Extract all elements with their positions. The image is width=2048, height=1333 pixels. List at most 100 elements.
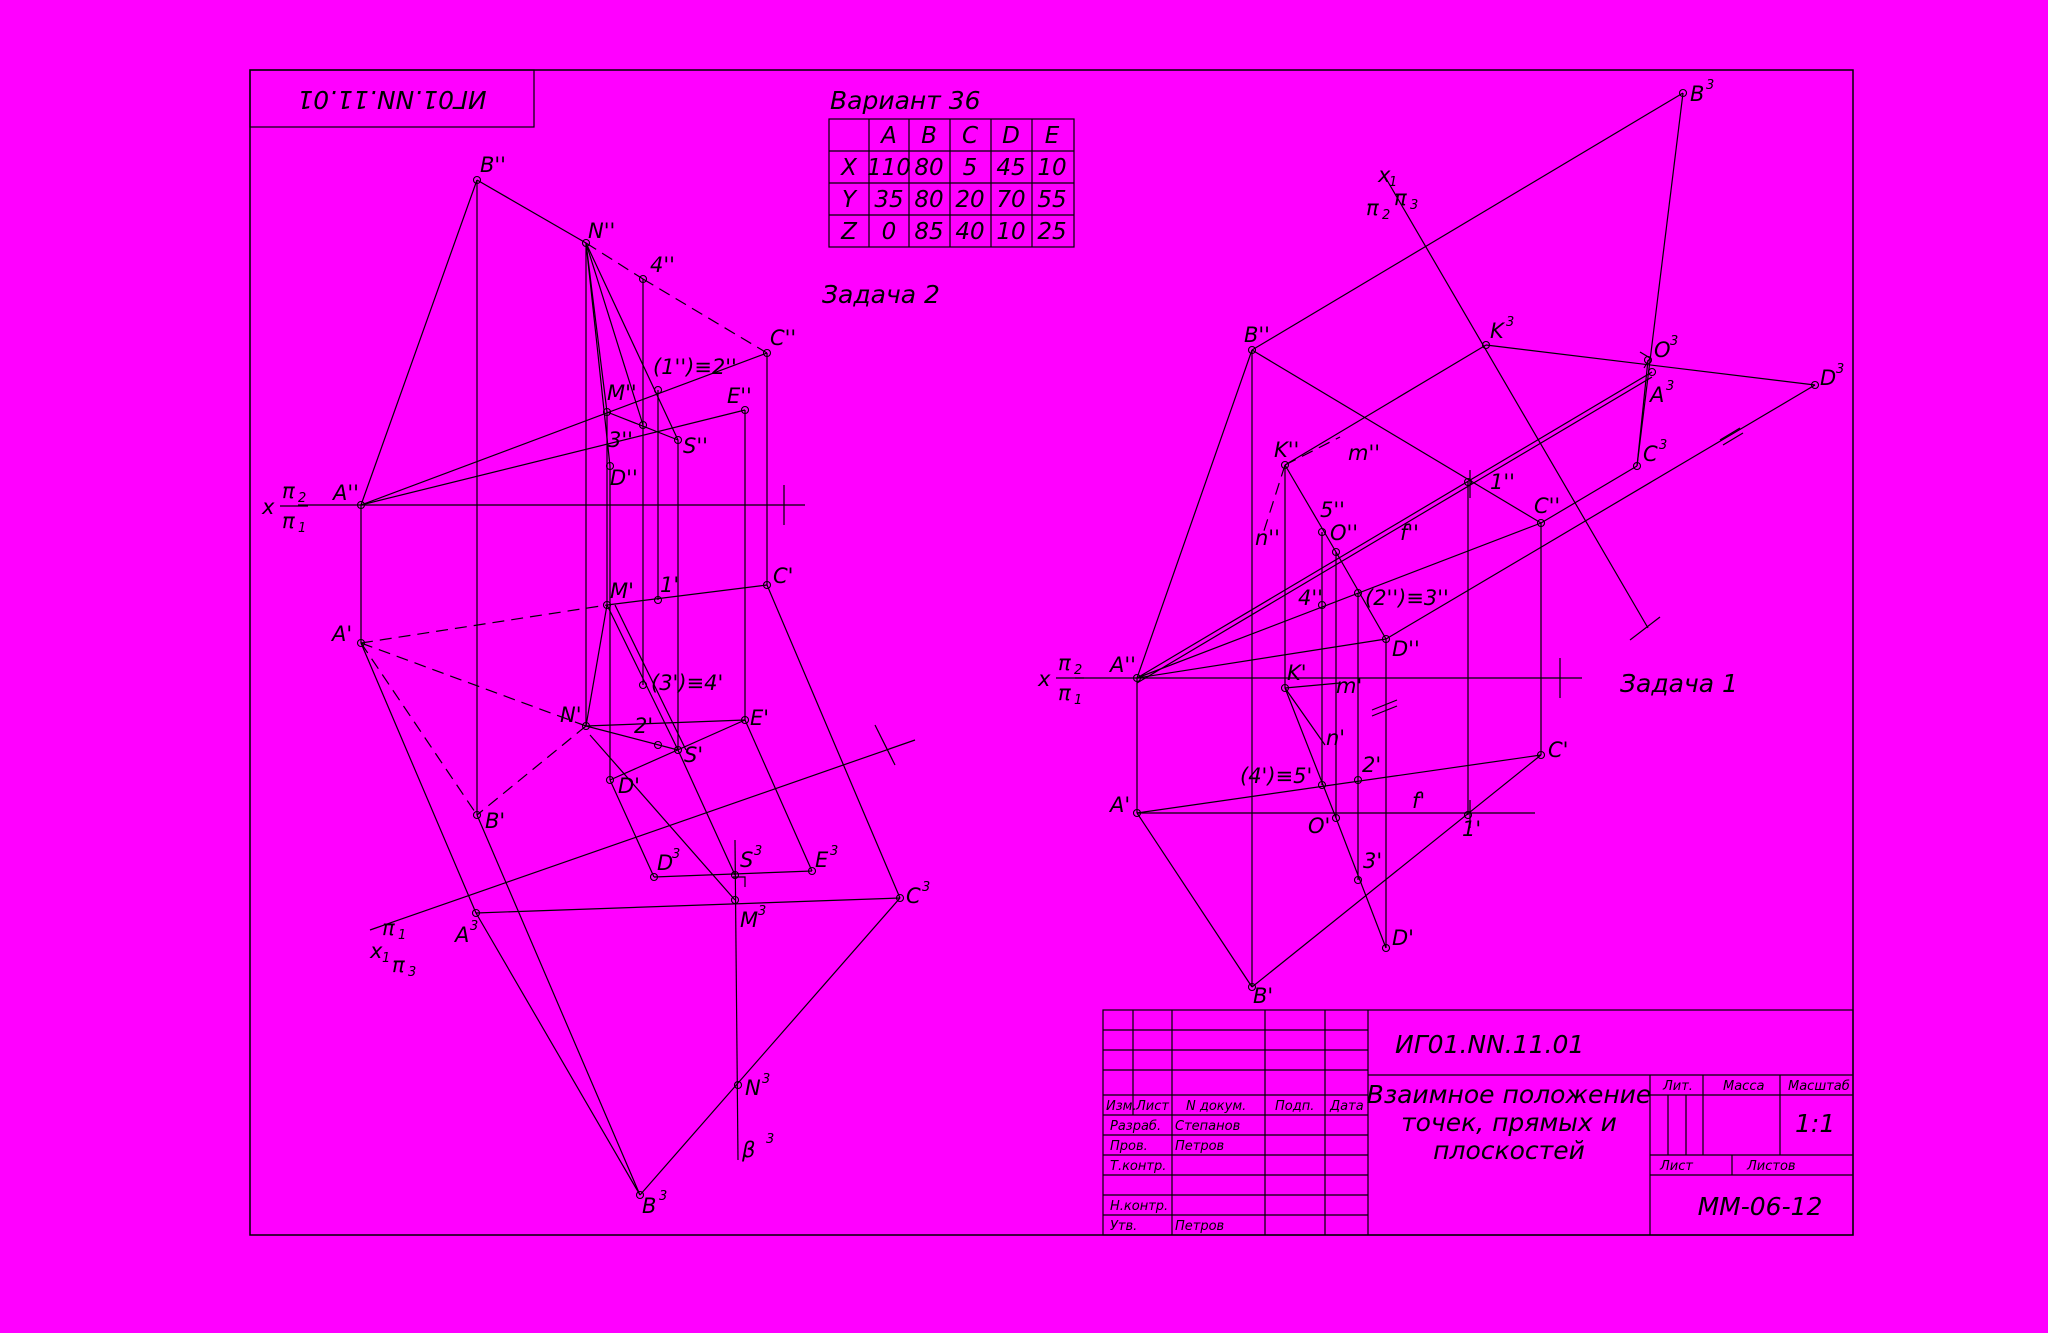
line-k1-n1	[1284, 687, 1326, 746]
label-s2: S''	[683, 434, 708, 458]
label-c2: C''	[770, 326, 796, 350]
variant-cell: 110	[867, 155, 911, 181]
point-b1	[1247, 982, 1257, 992]
task2-drawing: x π 2 π 1 x 1 π 1 π 3 B'' N'' 4'' C'' (1…	[261, 153, 930, 1218]
label-d3: D	[1820, 366, 1836, 390]
point-1-1	[1463, 810, 1473, 820]
label-pi2-sub: 2	[298, 491, 306, 506]
point-d3	[649, 872, 659, 882]
line-d3-e3	[653, 870, 813, 878]
point-m1	[602, 600, 612, 610]
label-34: (3')≡4'	[651, 671, 723, 695]
label-m2: M''	[607, 381, 637, 405]
point-45	[1317, 780, 1327, 790]
sheet-frame	[249, 69, 1854, 1236]
tb-prov: Пров.	[1110, 1139, 1148, 1154]
tb-masshtab: Масштаб	[1788, 1079, 1850, 1094]
line-m1-s1b	[614, 604, 687, 751]
point-a3	[471, 908, 481, 918]
tb-utv-name: Петров	[1175, 1219, 1224, 1234]
label-b3: B	[1690, 82, 1704, 106]
variant-header-e: E	[1045, 123, 1060, 149]
line-a1-b1	[360, 642, 478, 816]
label-pi2b: π	[1366, 196, 1379, 220]
tb-listh: Лист	[1659, 1159, 1693, 1174]
point-c2	[762, 348, 772, 358]
line-b3-c3	[1636, 92, 1684, 467]
point-1	[653, 595, 663, 605]
line-n1-b1	[476, 725, 587, 816]
label-e1: E'	[750, 706, 769, 730]
label-k1: K'	[1287, 661, 1307, 685]
label-pi2: π	[282, 479, 295, 503]
line-a1-c1	[1136, 754, 1542, 814]
axis-tick	[874, 724, 896, 766]
variant-cell: 10	[996, 219, 1025, 245]
label-d3: D	[657, 851, 673, 875]
line-a2-c2	[360, 352, 768, 506]
variant-table: Вариант 36 A B C D E X 110 80 5 45 10 Y …	[828, 86, 1075, 248]
label-x1-sub: 1	[382, 951, 390, 966]
point-5-2	[1317, 527, 1327, 537]
label-o2: O''	[1330, 521, 1358, 545]
point-2-1	[1353, 775, 1363, 785]
point-a2	[356, 500, 366, 510]
label-pi2-sub: 2	[1074, 663, 1082, 678]
line-s1-s3	[677, 749, 736, 876]
tb-ndoc: N докум.	[1186, 1099, 1246, 1114]
point-4-2	[1317, 600, 1327, 610]
label-pi3b-sub: 3	[1410, 198, 1418, 213]
label-pi3: π	[392, 953, 405, 977]
label-2-1: 2'	[634, 714, 653, 738]
tb-utv: Утв.	[1110, 1219, 1137, 1234]
label-d3-sup: 3	[1836, 362, 1844, 377]
line-m1-s1	[606, 604, 679, 751]
variant-header-c: C	[962, 123, 978, 149]
line-n1-m1	[585, 604, 608, 727]
label-b3: B	[642, 1194, 656, 1218]
label-f1: f'	[1412, 789, 1425, 813]
label-c3-sup: 3	[1659, 438, 1667, 453]
variant-cell: 55	[1037, 187, 1066, 213]
line-beta	[734, 839, 739, 1161]
point-23	[1353, 588, 1363, 598]
label-pi1-sub: 1	[298, 521, 306, 536]
label-e3-sup: 3	[830, 844, 838, 859]
line-b2-n2	[476, 179, 587, 244]
line-c1-c3	[766, 584, 901, 899]
label-k3: K	[1490, 319, 1506, 343]
point-34	[638, 680, 648, 690]
variant-cell: 80	[914, 187, 943, 213]
tb-group: ММ-06-12	[1698, 1192, 1823, 1221]
label-b1: B'	[1253, 984, 1273, 1008]
variant-cell: 20	[955, 187, 984, 213]
label-o3: O	[1654, 338, 1671, 362]
point-s3	[730, 870, 740, 880]
line-d1-d3	[609, 779, 655, 878]
line-e1-e3	[744, 719, 813, 872]
line-a2-a3	[1136, 371, 1653, 679]
line-m1-c1	[606, 584, 768, 606]
tb-data: Дата	[1329, 1099, 1364, 1114]
label-d3-sup: 3	[672, 847, 680, 862]
tick-mark	[1371, 699, 1398, 711]
point-a2	[1132, 673, 1142, 683]
label-beta-sup: 3	[766, 1132, 774, 1147]
tb-frame	[1102, 1009, 1854, 1236]
line-a2-e2	[360, 409, 746, 506]
task1-title: Задача 1	[1620, 669, 1738, 698]
point-4	[638, 274, 648, 284]
tb-title-2: точек, прямых и	[1401, 1108, 1617, 1137]
axis-x1-pi1-pi3	[369, 739, 916, 931]
label-pi3b: π	[1394, 186, 1407, 210]
line-a1-a3	[360, 642, 477, 914]
line-a1-c1	[360, 604, 608, 644]
variant-title: Вариант 36	[830, 86, 981, 115]
line-a2-a3b	[1136, 376, 1653, 684]
variant-cell: Y	[842, 187, 858, 213]
point-a1	[356, 638, 366, 648]
task2-title: Задача 2	[822, 280, 940, 309]
label-x1: x	[1377, 163, 1391, 187]
tb-izm: Изм.	[1106, 1099, 1137, 1114]
tb-nkontr: Н.контр.	[1110, 1199, 1168, 1214]
